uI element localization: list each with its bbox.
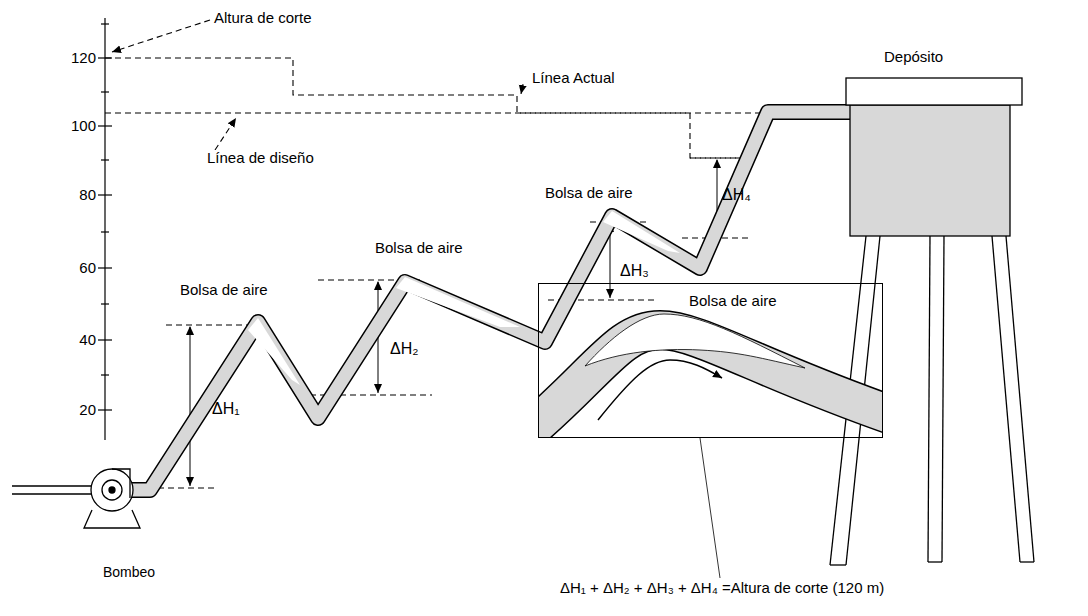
tank-symbol [830, 78, 1034, 565]
head-lines [105, 20, 850, 488]
axis [98, 18, 112, 440]
formula-note: ΔH₁ + ΔH₂ + ΔH₃ + ΔH₄ =Altura de corte (… [560, 580, 884, 597]
leader-line [521, 84, 523, 94]
air-pocket-label: Bolsa de aire [375, 240, 463, 257]
air-pocket-label: Bolsa de aire [180, 282, 268, 299]
node-label: Bolsa de aire [689, 292, 777, 309]
dimension-label: ΔH₂ [390, 340, 418, 358]
dimension-label: ΔH₁ [212, 400, 240, 418]
tank-node: Depósito [840, 48, 1030, 236]
axis-number: 100 [71, 118, 96, 135]
axis-number: 120 [71, 50, 96, 67]
inset-box: Bolsa de aire [538, 283, 883, 438]
pump-symbol [12, 469, 140, 528]
node-label: Depósito [884, 48, 943, 65]
note-label: Línea Actual [530, 70, 617, 87]
axis-number: 40 [79, 332, 96, 349]
pump-label: Bombeo [103, 565, 155, 580]
pipe [130, 112, 850, 490]
inset-pipe [538, 314, 883, 430]
axis-number: 20 [79, 402, 96, 419]
axis-number: 60 [79, 260, 96, 277]
dimension-label: ΔH₄ [722, 186, 751, 204]
note-label: Altura de corte [214, 10, 312, 27]
air-pocket-label: Bolsa de aire [545, 185, 633, 202]
leader-line [700, 438, 720, 578]
note-label: Línea de diseño [205, 150, 316, 167]
axis-number: 80 [79, 187, 96, 204]
dimension-label: ΔH₃ [620, 262, 649, 280]
